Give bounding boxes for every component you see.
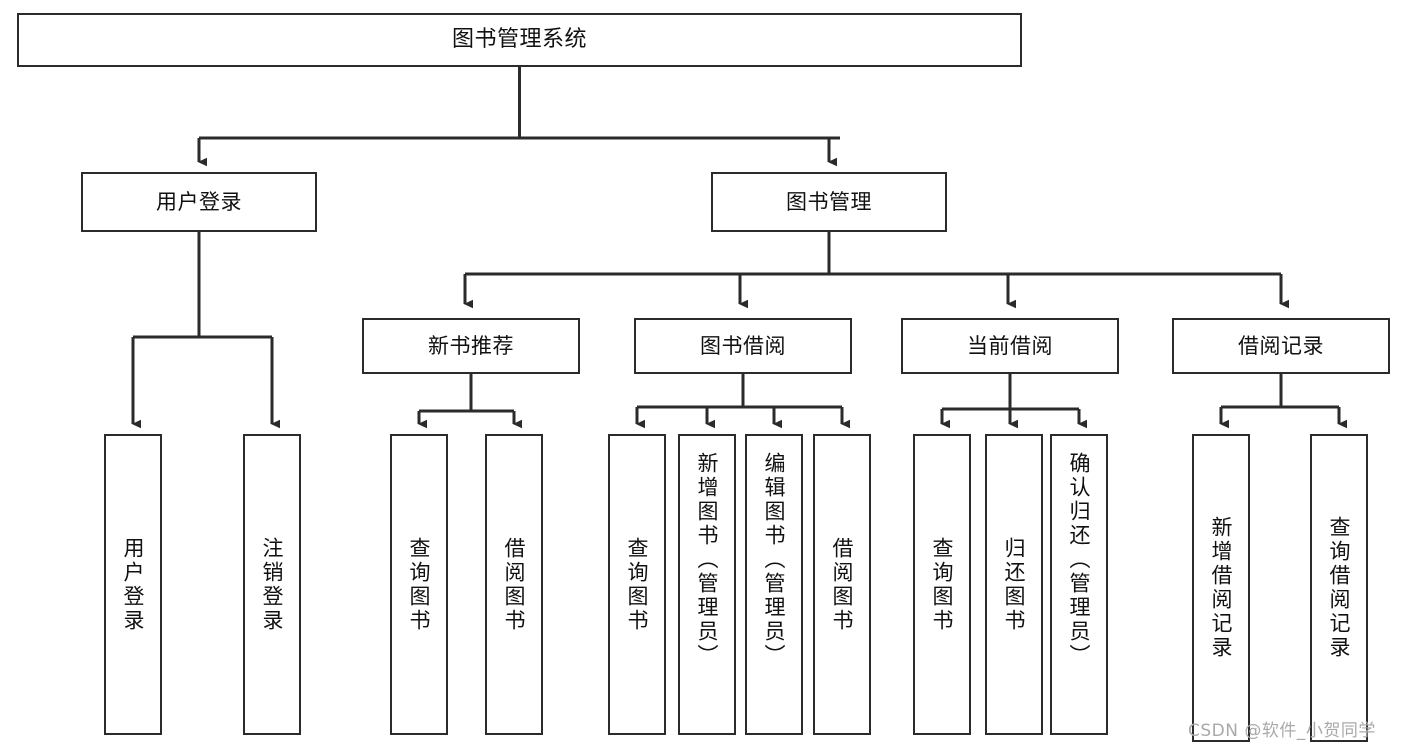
node-user-login[interactable]: 用户登录 [81,172,317,232]
leaf-edit-book-admin[interactable]: 编辑图书（管理员） [745,434,803,735]
node-label: 图书管理系统 [451,27,587,53]
node-label: 图书借阅 [700,333,786,358]
node-label: 查询图书 [407,536,432,633]
leaf-borrow-book[interactable]: 借阅图书 [813,434,871,735]
leaf-add-book-admin[interactable]: 新增图书（管理员） [678,434,736,735]
leaf-query-book-current[interactable]: 查询图书 [913,434,971,735]
node-book-borrow[interactable]: 图书借阅 [634,318,852,374]
leaf-add-borrow-record[interactable]: 新增借阅记录 [1192,434,1250,742]
leaf-query-borrow-record[interactable]: 查询借阅记录 [1310,434,1368,742]
leaf-logout-login[interactable]: 注销登录 [243,434,301,735]
node-borrow-record[interactable]: 借阅记录 [1172,318,1390,374]
leaf-user-login[interactable]: 用户登录 [104,434,162,735]
node-current-borrow[interactable]: 当前借阅 [901,318,1119,374]
node-label: 查询借阅记录 [1327,516,1352,660]
node-label: 借阅记录 [1238,333,1324,358]
node-label: 新增借阅记录 [1209,516,1234,660]
node-label: 当前借阅 [967,333,1053,358]
node-label: 借阅图书 [830,536,855,633]
leaf-query-book-borrow[interactable]: 查询图书 [608,434,666,735]
csdn-watermark: CSDN @软件_小贺同学 [1188,721,1376,741]
node-label: 借阅图书 [502,536,527,633]
node-label: 新增图书（管理员） [695,452,720,668]
leaf-query-book-recommend[interactable]: 查询图书 [390,434,448,735]
leaf-confirm-return-admin[interactable]: 确认归还（管理员） [1050,434,1108,735]
node-label: 确认归还（管理员） [1067,452,1092,668]
node-label: 图书管理 [786,189,872,214]
node-label: 编辑图书（管理员） [762,452,787,668]
node-book-management[interactable]: 图书管理 [711,172,947,232]
node-label: 查询图书 [930,536,955,633]
node-label: 归还图书 [1002,536,1027,633]
leaf-borrow-book-recommend[interactable]: 借阅图书 [485,434,543,735]
node-label: 查询图书 [625,536,650,633]
node-root-book-management-system[interactable]: 图书管理系统 [17,13,1022,67]
node-label: 用户登录 [156,189,242,214]
node-label: 注销登录 [260,536,285,633]
node-label: 用户登录 [121,536,146,633]
node-label: 新书推荐 [428,333,514,358]
node-new-book-recommend[interactable]: 新书推荐 [362,318,580,374]
leaf-return-book[interactable]: 归还图书 [985,434,1043,735]
